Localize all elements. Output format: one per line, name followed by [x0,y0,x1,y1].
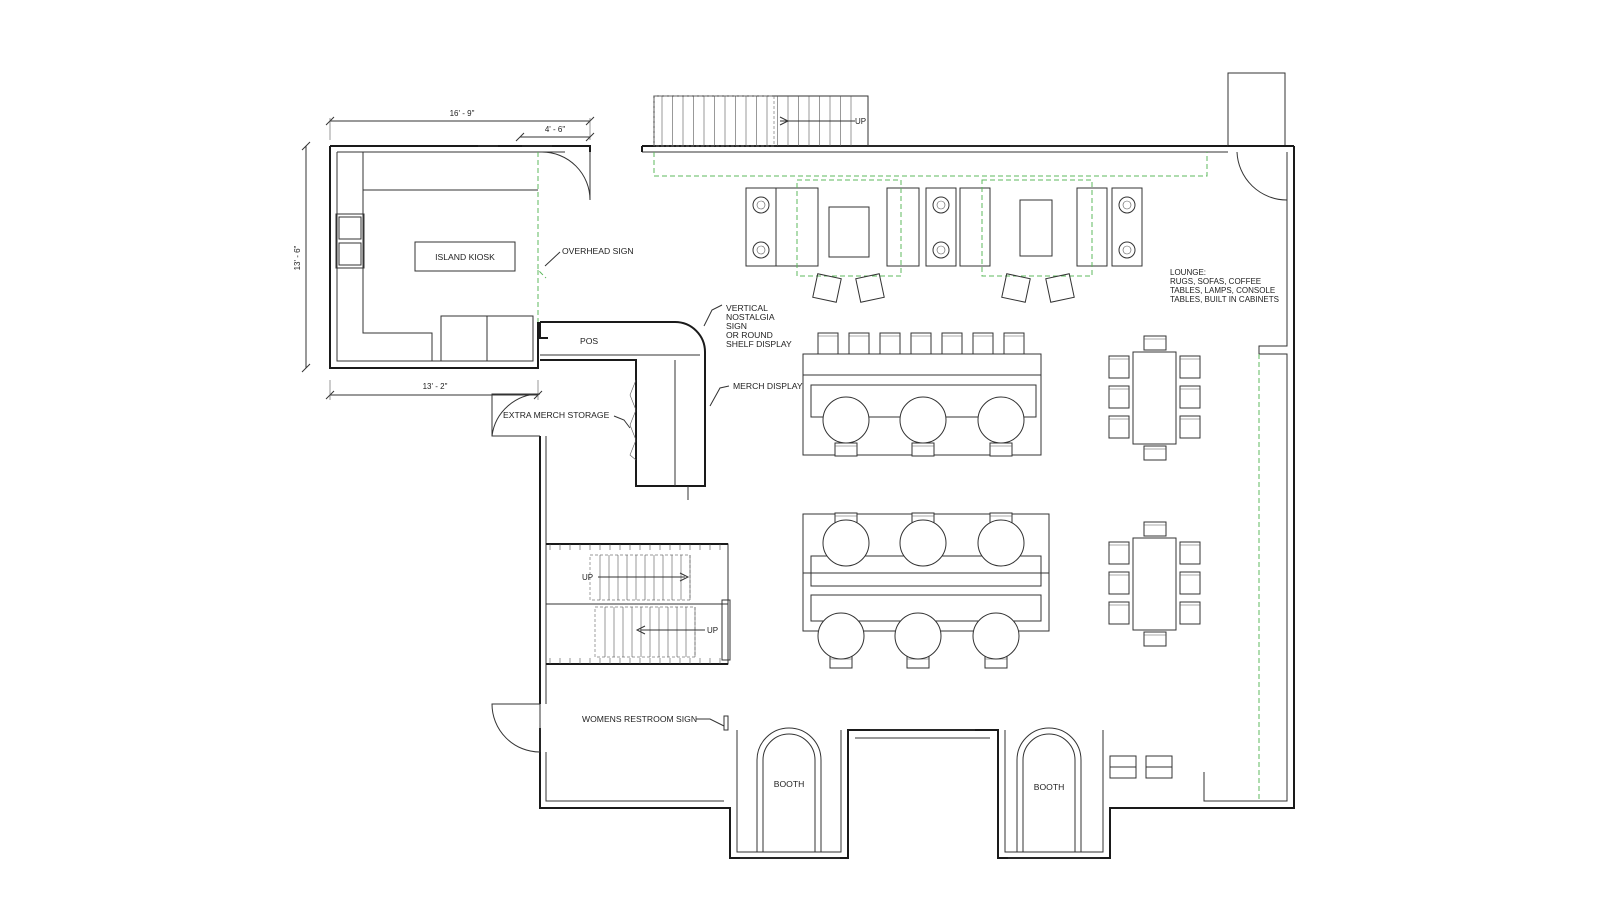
vertical-sign-line-4: OR ROUND [726,330,773,340]
dimension-door-width: 4' - 6" [545,125,566,134]
chair [1179,571,1201,595]
chair [834,442,858,457]
chair [1108,355,1130,379]
chair [1179,541,1201,565]
chair [1003,332,1025,355]
top-staircase: UP [653,95,869,147]
dimension-lines: 16' - 9" 4' - 6" 13' - 6" 13' - 2" [293,109,595,400]
womens-restroom-sign-label: WOMENS RESTROOM SIGN [582,714,697,724]
chair [848,332,870,355]
chair [1179,355,1201,379]
chair [1108,385,1130,409]
stair-mid-lower-label: UP [707,626,718,635]
booth-left-label: BOOTH [774,779,805,789]
chair [911,442,935,457]
vertical-sign-line-5: SHELF DISPLAY [726,339,792,349]
overhead-sign-label: OVERHEAD SIGN [562,246,634,256]
stair-mid-upper-label: UP [582,573,593,582]
chair [1108,415,1130,439]
vertical-sign-line-2: NOSTALGIA [726,312,775,322]
chair [989,442,1013,457]
vertical-sign-line-3: SIGN [726,321,747,331]
chair [1108,601,1130,625]
chair [1143,631,1167,647]
chair [910,332,932,355]
chair [817,332,839,355]
lounge-note-line-3: TABLES, LAMPS, CONSOLE [1170,286,1275,295]
extra-merch-storage-label: EXTRA MERCH STORAGE [503,410,610,420]
main-walls [491,72,1295,859]
lounge-note: LOUNGE: RUGS, SOFAS, COFFEE TABLES, LAMP… [1170,268,1279,304]
side-tables [1109,755,1173,779]
lower-staircase: UP UP [545,543,731,665]
chair [879,332,901,355]
dining-tables [1108,335,1201,647]
callouts: OVERHEAD SIGN VERTICAL NOSTALGIA SIGN OR… [503,246,803,731]
dimension-bottom-width: 13' - 2" [423,382,448,391]
island-kiosk-label: ISLAND KIOSK [435,252,495,262]
dimension-left-height: 13' - 6" [293,245,302,270]
pos-label: POS [580,336,598,346]
booth-right-label: BOOTH [1034,782,1065,792]
dimension-top-width: 16' - 9" [450,109,475,118]
booths: BOOTH BOOTH [756,727,1082,852]
pos-counter: POS [540,321,706,500]
chair [1179,601,1201,625]
chair [1143,445,1167,461]
chair [1179,415,1201,439]
chair [1143,335,1167,351]
lounge-guide [653,152,1260,801]
lounge-furniture [745,179,1143,303]
chair [1143,521,1167,537]
bar-counter [802,332,1042,457]
lounge-note-line-4: TABLES, BUILT IN CABINETS [1170,295,1279,304]
lounge-note-line-1: LOUNGE: [1170,268,1206,277]
lounge-note-line-2: RUGS, SOFAS, COFFEE [1170,277,1261,286]
island-kiosk [414,241,516,272]
stair-top-up-label: UP [855,117,866,126]
chair [941,332,963,355]
chair [1108,571,1130,595]
chair [1179,385,1201,409]
chair [972,332,994,355]
kiosk-room: ISLAND KIOSK [329,145,591,369]
center-tables [802,512,1050,669]
merch-display-label: MERCH DISPLAY [733,381,803,391]
chair [1108,541,1130,565]
vertical-sign-line-1: VERTICAL [726,303,768,313]
